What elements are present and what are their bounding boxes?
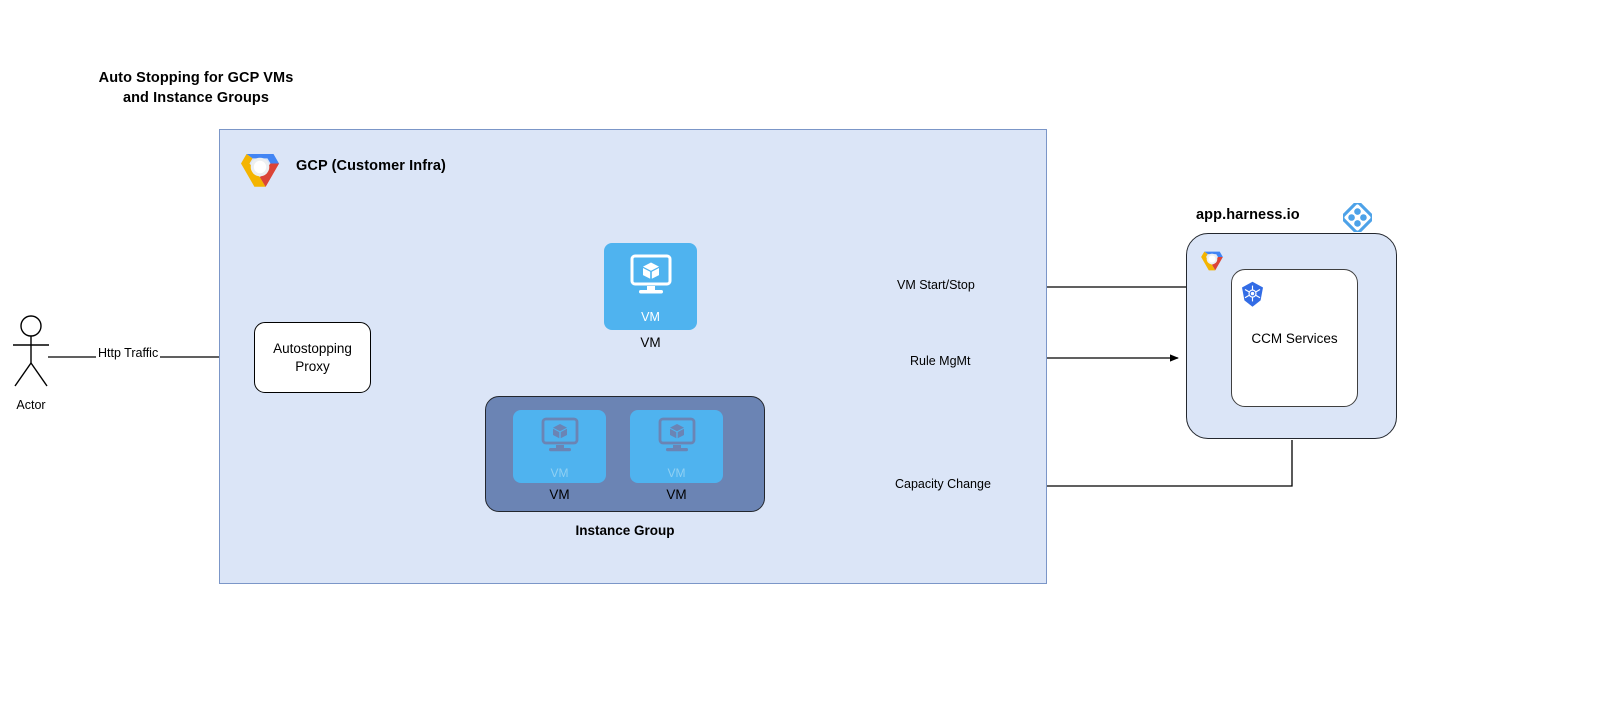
gcp-logo-icon [1201,251,1223,271]
gcp-logo-icon [241,154,279,187]
page-title: Auto Stopping for GCP VMs and Instance G… [98,70,294,106]
ccm-services-label: CCM Services [1251,331,1338,346]
autostopping-proxy-node[interactable]: Autostopping Proxy [254,322,371,393]
vm-standalone-label: VM [640,335,661,350]
edge-label-rule-mgmt: Rule MgMt [908,354,973,368]
stick-figure-actor-icon [13,315,49,387]
vm-standalone-node[interactable]: VM [604,243,697,330]
gcp-container-label: GCP (Customer Infra) [296,158,446,174]
vm-monitor-cube-icon [630,254,671,294]
harness-logo-icon [1343,203,1372,232]
vm-monitor-cube-icon [658,417,695,452]
instance-group-vm-1-label: VM [549,487,570,502]
instance-group-vm-1[interactable]: VM [513,410,606,483]
vm-inner-label: VM [641,310,660,324]
kubernetes-logo-icon [1242,281,1263,307]
edge-label-capacity-change: Capacity Change [893,477,993,491]
actor-label: Actor [16,398,46,412]
vm-inner-label: VM [550,466,569,480]
instance-group-vm-2-label: VM [666,487,687,502]
vm-monitor-cube-icon [541,417,578,452]
instance-group-vm-2[interactable]: VM [630,410,723,483]
harness-title: app.harness.io [1196,207,1300,223]
vm-inner-label: VM [667,466,686,480]
instance-group-label: Instance Group [575,523,675,538]
edge-label-vm-start-stop: VM Start/Stop [895,278,977,292]
edge-label-http-traffic: Http Traffic [96,346,161,360]
instance-group-node[interactable]: VM VM VM VM [485,396,765,512]
